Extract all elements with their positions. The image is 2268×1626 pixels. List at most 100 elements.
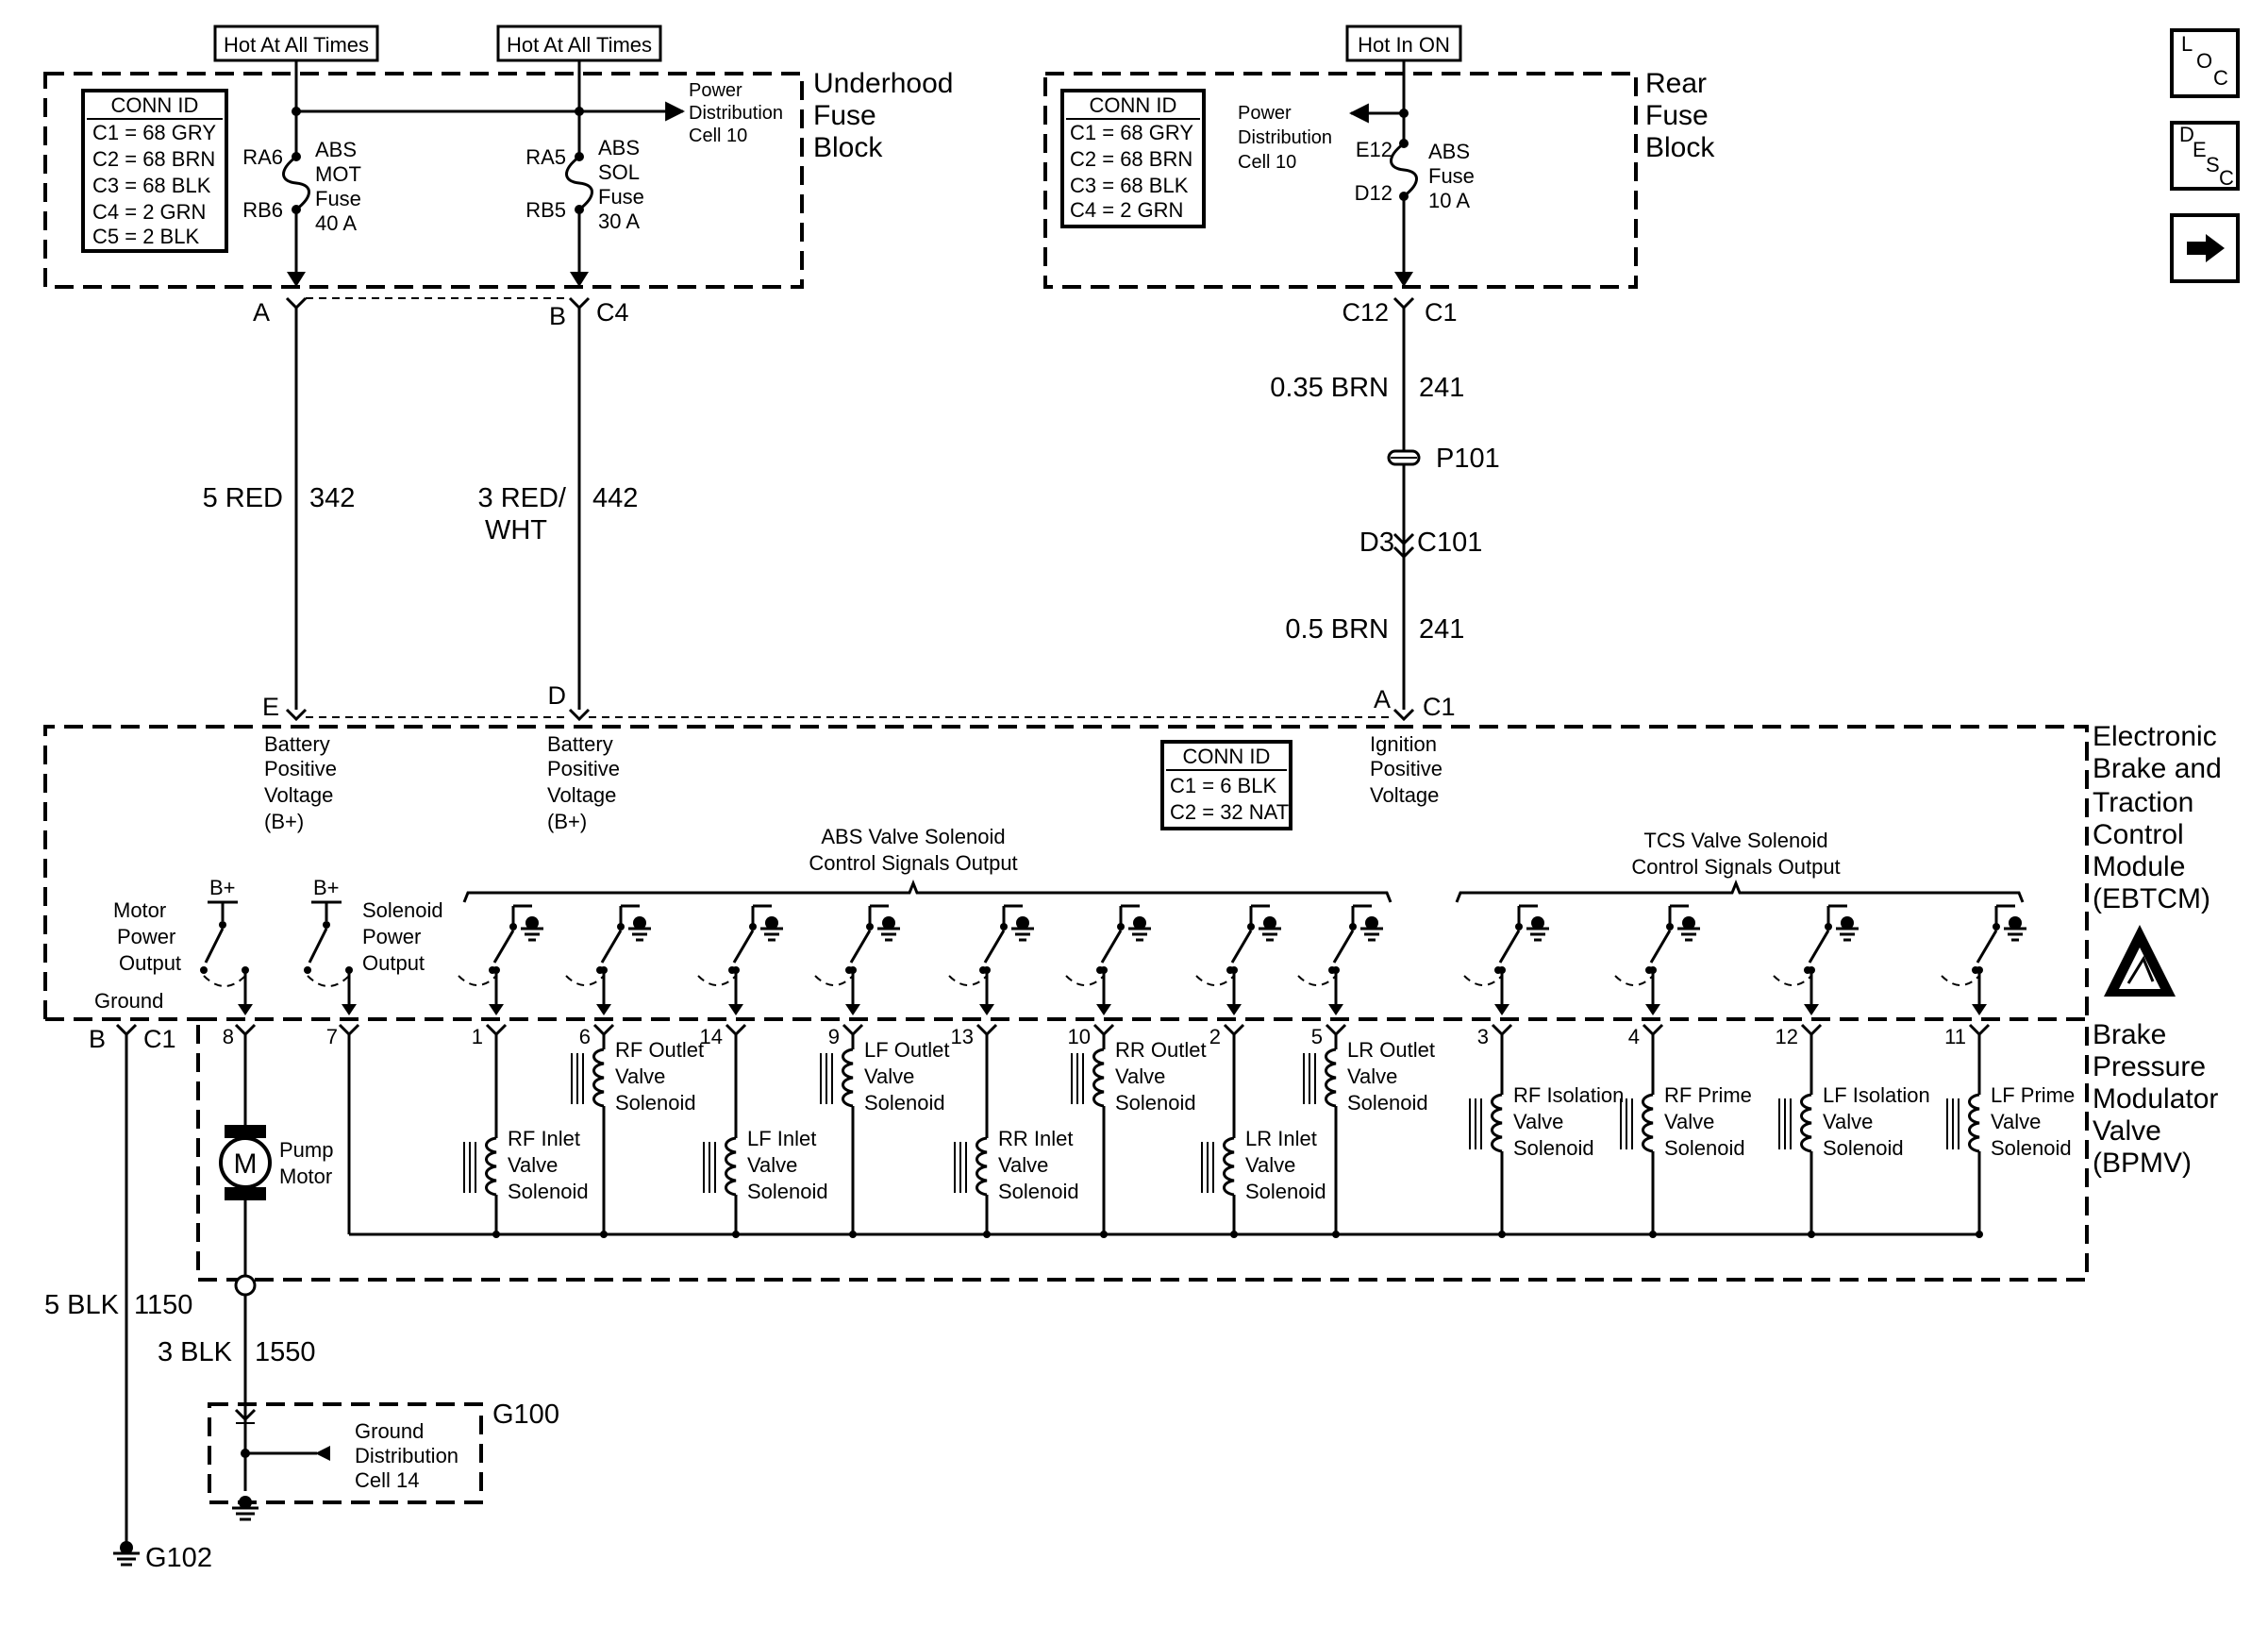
pin-a: A [253,298,270,327]
solenoid-label: Solenoid [1991,1136,2072,1160]
ebtcm-name: Module [2093,851,2185,882]
conn-row: C3 = 68 BLK [92,174,211,197]
conn-row: C1 = 6 BLK [1170,774,1276,797]
motor-power-switch [200,900,253,1015]
pin-number: 7 [326,1025,338,1048]
hot-label-2: Hot At All Times [507,33,652,57]
pin-number: 2 [1209,1025,1221,1048]
abs-mot-fuse: RA6 RB6 ABS MOT Fuse 40 A [242,138,361,235]
tcs-group-label: Control Signals Output [1631,855,1840,879]
hot-label-1: Hot At All Times [224,33,369,57]
ebtcm-name: Electronic [2093,721,2217,752]
abs-group-label: Control Signals Output [809,851,1017,875]
pin-e: E [262,693,279,721]
solenoid-label: LF Prime [1991,1083,2075,1107]
driver-switch [948,904,1034,1015]
fuse-pin: RB6 [242,198,283,222]
sol-out-label: Solenoid [362,898,443,922]
pump-motor: M Pump Motor [219,1034,333,1278]
solenoid-label: RR Inlet [998,1127,1073,1150]
pin-number: 4 [1628,1025,1640,1048]
solenoid-power-switch [304,900,357,1015]
solenoid-label: Solenoid [1513,1136,1594,1160]
underhood-fuse-block: Hot At All Times Hot At All Times Underh… [43,25,953,289]
wire-circuit: 342 [309,483,355,513]
ground-label: Ground [94,989,163,1013]
conn-row: C1 = 68 GRY [92,121,216,144]
solenoid-label: LR Outlet [1347,1038,1435,1062]
power-dist-line: Cell 10 [689,126,747,146]
solenoid-label: RF Prime [1664,1083,1752,1107]
batt-label: (B+) [264,810,304,833]
bpmv-pin: 3 [1477,1023,1513,1048]
conn-row: C4 = 2 GRN [92,200,206,224]
gdist-label: Cell 14 [355,1468,419,1492]
inline-conn: C101 [1417,528,1482,558]
solenoid-label: Solenoid [1664,1136,1745,1160]
bpmv-name: Pressure [2093,1051,2206,1082]
solenoid-label: Solenoid [1115,1091,1196,1115]
esd-warning-icon [2104,925,2176,997]
sol-out-label: Output [362,951,425,975]
ground-circuits: G102 5 BLK 1150 3 BLK 1550 G100 Ground D… [44,1034,559,1573]
solenoid-label: Solenoid [508,1180,589,1203]
pin-number: 6 [579,1025,591,1048]
ebtcm-conn-id-table: CONN ID C1 = 6 BLK C2 = 32 NAT [1160,740,1292,830]
pin-number: 11 [1944,1025,1966,1048]
g100-label: G100 [492,1400,559,1430]
conn-c1: C1 [1425,298,1458,327]
fuse-label: MOT [315,162,361,186]
desc-button[interactable]: D E S C [2170,121,2240,191]
bpmv-pin: 12 [1776,1023,1823,1048]
gnd-conn: C1 [143,1025,176,1053]
loc-button[interactable]: L O C [2170,28,2240,98]
pin-number: 13 [951,1025,974,1048]
next-button[interactable] [2170,213,2240,283]
fuse-label: ABS [598,136,640,159]
bpmv-name: Brake [2093,1019,2166,1050]
desc-letter: C [2219,166,2234,190]
solenoid-label: Solenoid [1823,1136,1904,1160]
conn-row: C2 = 68 BRN [92,147,215,171]
power-dist-line: Power [1238,103,1292,124]
rear-fuse-block: Hot In ON Rear Fuse Block CONN ID C1 = 6… [1043,25,1715,289]
tcs-group-brace [1455,879,2025,903]
bpmv-pin: 1 [472,1023,508,1048]
ignition-feed: C12 C1 0.35 BRN 241 P101 D3 C101 0.5 BRN… [1270,296,1500,710]
fuse-label: 40 A [315,211,357,235]
solenoid-label: Solenoid [864,1091,945,1115]
solenoid-label: Solenoid [998,1180,1079,1203]
rear-name: Fuse [1645,100,1709,131]
underhood-name-1: Underhood [813,68,953,99]
ebtcm-name: Traction [2093,787,2193,818]
solenoid-label: RF Inlet [508,1127,580,1150]
solenoid-label: Valve [508,1153,558,1177]
fuse-label: Fuse [598,185,644,209]
pin-a: A [1374,685,1391,713]
pin-number: 3 [1477,1025,1489,1048]
ebtcm-name: (EBTCM) [2093,883,2210,914]
driver-switch [1463,904,1549,1015]
pin-number: 1 [472,1025,483,1048]
bpmv-pin: 2 [1209,1023,1245,1048]
fuse-pin: RA5 [525,145,566,169]
conn-title: CONN ID [1090,93,1177,117]
fuse-label: 30 A [598,210,640,233]
solenoid-label: Valve [747,1153,797,1177]
wire-color: WHT [485,515,547,545]
wire-color: 5 RED [203,483,283,513]
hot-at-all-times-label-2 [496,25,662,62]
ign-label: Positive [1370,757,1443,780]
underhood-name-2: Fuse [813,100,876,131]
pin-number: 12 [1776,1025,1798,1048]
solenoid-label: Valve [1991,1110,2041,1133]
fuse-pin: D12 [1355,181,1392,205]
